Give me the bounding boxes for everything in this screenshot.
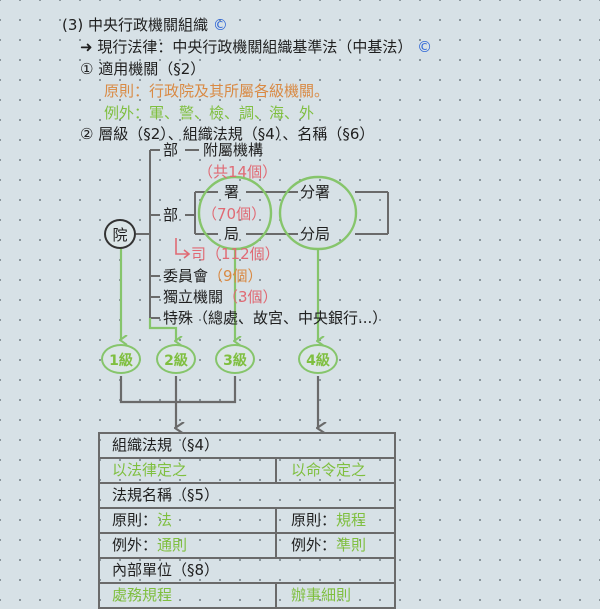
duli-count: （3個）	[223, 288, 278, 306]
principle-value: 規程	[336, 511, 367, 529]
table-row: 法規名稱（§5）	[100, 484, 394, 509]
principle-prefix: 原則：	[291, 511, 337, 529]
law-name-principle-right: 原則：規程	[277, 509, 394, 532]
level-4-badge: 4級	[298, 344, 338, 374]
law-name-header: 法規名稱（§5）	[112, 486, 220, 504]
weiyuanhui-count: （9個）	[208, 267, 263, 285]
heading: (3) 中央行政機關組織 ©	[62, 16, 228, 34]
item1-line: ① 適用機關（§2）	[80, 60, 205, 78]
fushu-count: （共14個）	[198, 163, 278, 181]
internal-unit-right: 辦事細則	[291, 586, 352, 604]
teshu-node: 特殊（總處、故宮、中央銀行...）	[163, 309, 388, 327]
table-row: 以法律定之 以命令定之	[100, 459, 394, 484]
duli-label: 獨立機關	[163, 288, 224, 306]
item2-label: 層級（§2）、組織法規（§4）、名稱（§6）	[98, 125, 375, 143]
item1-principle: 原則：行政院及其所屬各級機關。	[104, 82, 330, 100]
internal-unit-left: 處務規程	[100, 584, 277, 607]
level-1-badge: 1級	[101, 344, 141, 374]
law-name-exception-right: 例外：準則	[277, 534, 394, 557]
table-row: 內部單位（§8）	[100, 559, 394, 584]
bu-node-2: 部	[163, 206, 179, 224]
heading-number: (3)	[62, 16, 84, 34]
arrow-right-icon: ➜	[80, 38, 93, 56]
org-law-right: 以命令定之	[291, 461, 367, 479]
si-node: 司（112個）	[191, 245, 280, 263]
regulation-table: 組織法規（§4） 以法律定之 以命令定之 法規名稱（§5） 原則：法 原則：規程…	[98, 432, 396, 609]
heading-title: 中央行政機關組織	[88, 16, 209, 34]
exception-prefix: 例外：	[291, 536, 337, 554]
shu-ju-circle	[197, 175, 273, 251]
copyright-mark: ©	[417, 38, 433, 56]
ju-node: 局	[224, 225, 240, 243]
fushu-node: 附屬機構	[203, 141, 264, 159]
fenshu-node: 分署	[300, 183, 331, 201]
exception-value: 準則	[336, 536, 367, 554]
level-3-badge: 3級	[215, 344, 255, 374]
org-law-left: 以法律定之	[100, 459, 277, 482]
exception-value: 通則	[157, 536, 188, 554]
table-row: 例外：通則 例外：準則	[100, 534, 394, 559]
table-row: 原則：法 原則：規程	[100, 509, 394, 534]
table-row: 組織法規（§4）	[100, 434, 394, 459]
copyright-mark: ©	[212, 16, 228, 34]
item1-label: 適用機關（§2）	[98, 60, 206, 78]
level-2-badge: 2級	[156, 344, 196, 374]
shu-node: 署	[224, 183, 240, 201]
bu-node-1: 部	[163, 141, 179, 159]
shu-count: （70個）	[202, 205, 267, 223]
internal-unit-header: 內部單位（§8）	[112, 561, 220, 579]
merge-bracket	[119, 376, 237, 404]
item1-number: ①	[80, 60, 94, 78]
principle-value: 法	[157, 511, 173, 529]
weiyuanhui-node: 委員會（9個）	[163, 267, 263, 285]
item1-exception: 例外：軍、警、檢、調、海、外	[104, 104, 315, 122]
exception-prefix: 例外：	[112, 536, 158, 554]
item2-number: ②	[80, 125, 94, 143]
org-law-header: 組織法規（§4）	[112, 436, 220, 454]
duli-node: 獨立機關（3個）	[163, 288, 278, 306]
principle-prefix: 原則：	[112, 511, 158, 529]
si-arrow	[175, 238, 188, 255]
current-law-line: ➜ 現行法律：中央行政機關組織基準法（中基法） ©	[80, 38, 432, 56]
law-name-exception-left: 例外：通則	[100, 534, 277, 557]
table-row: 處務規程 辦事細則	[100, 584, 394, 607]
weiyuanhui-label: 委員會	[163, 267, 209, 285]
fenju-node: 分局	[300, 225, 331, 243]
fenshu-fenju-circle	[278, 175, 358, 251]
yuan-node: 院	[104, 219, 136, 249]
law-name-principle-left: 原則：法	[100, 509, 277, 532]
item2-line: ② 層級（§2）、組織法規（§4）、名稱（§6）	[80, 125, 374, 143]
current-law-label: 現行法律：中央行政機關組織基準法（中基法）	[97, 38, 413, 56]
